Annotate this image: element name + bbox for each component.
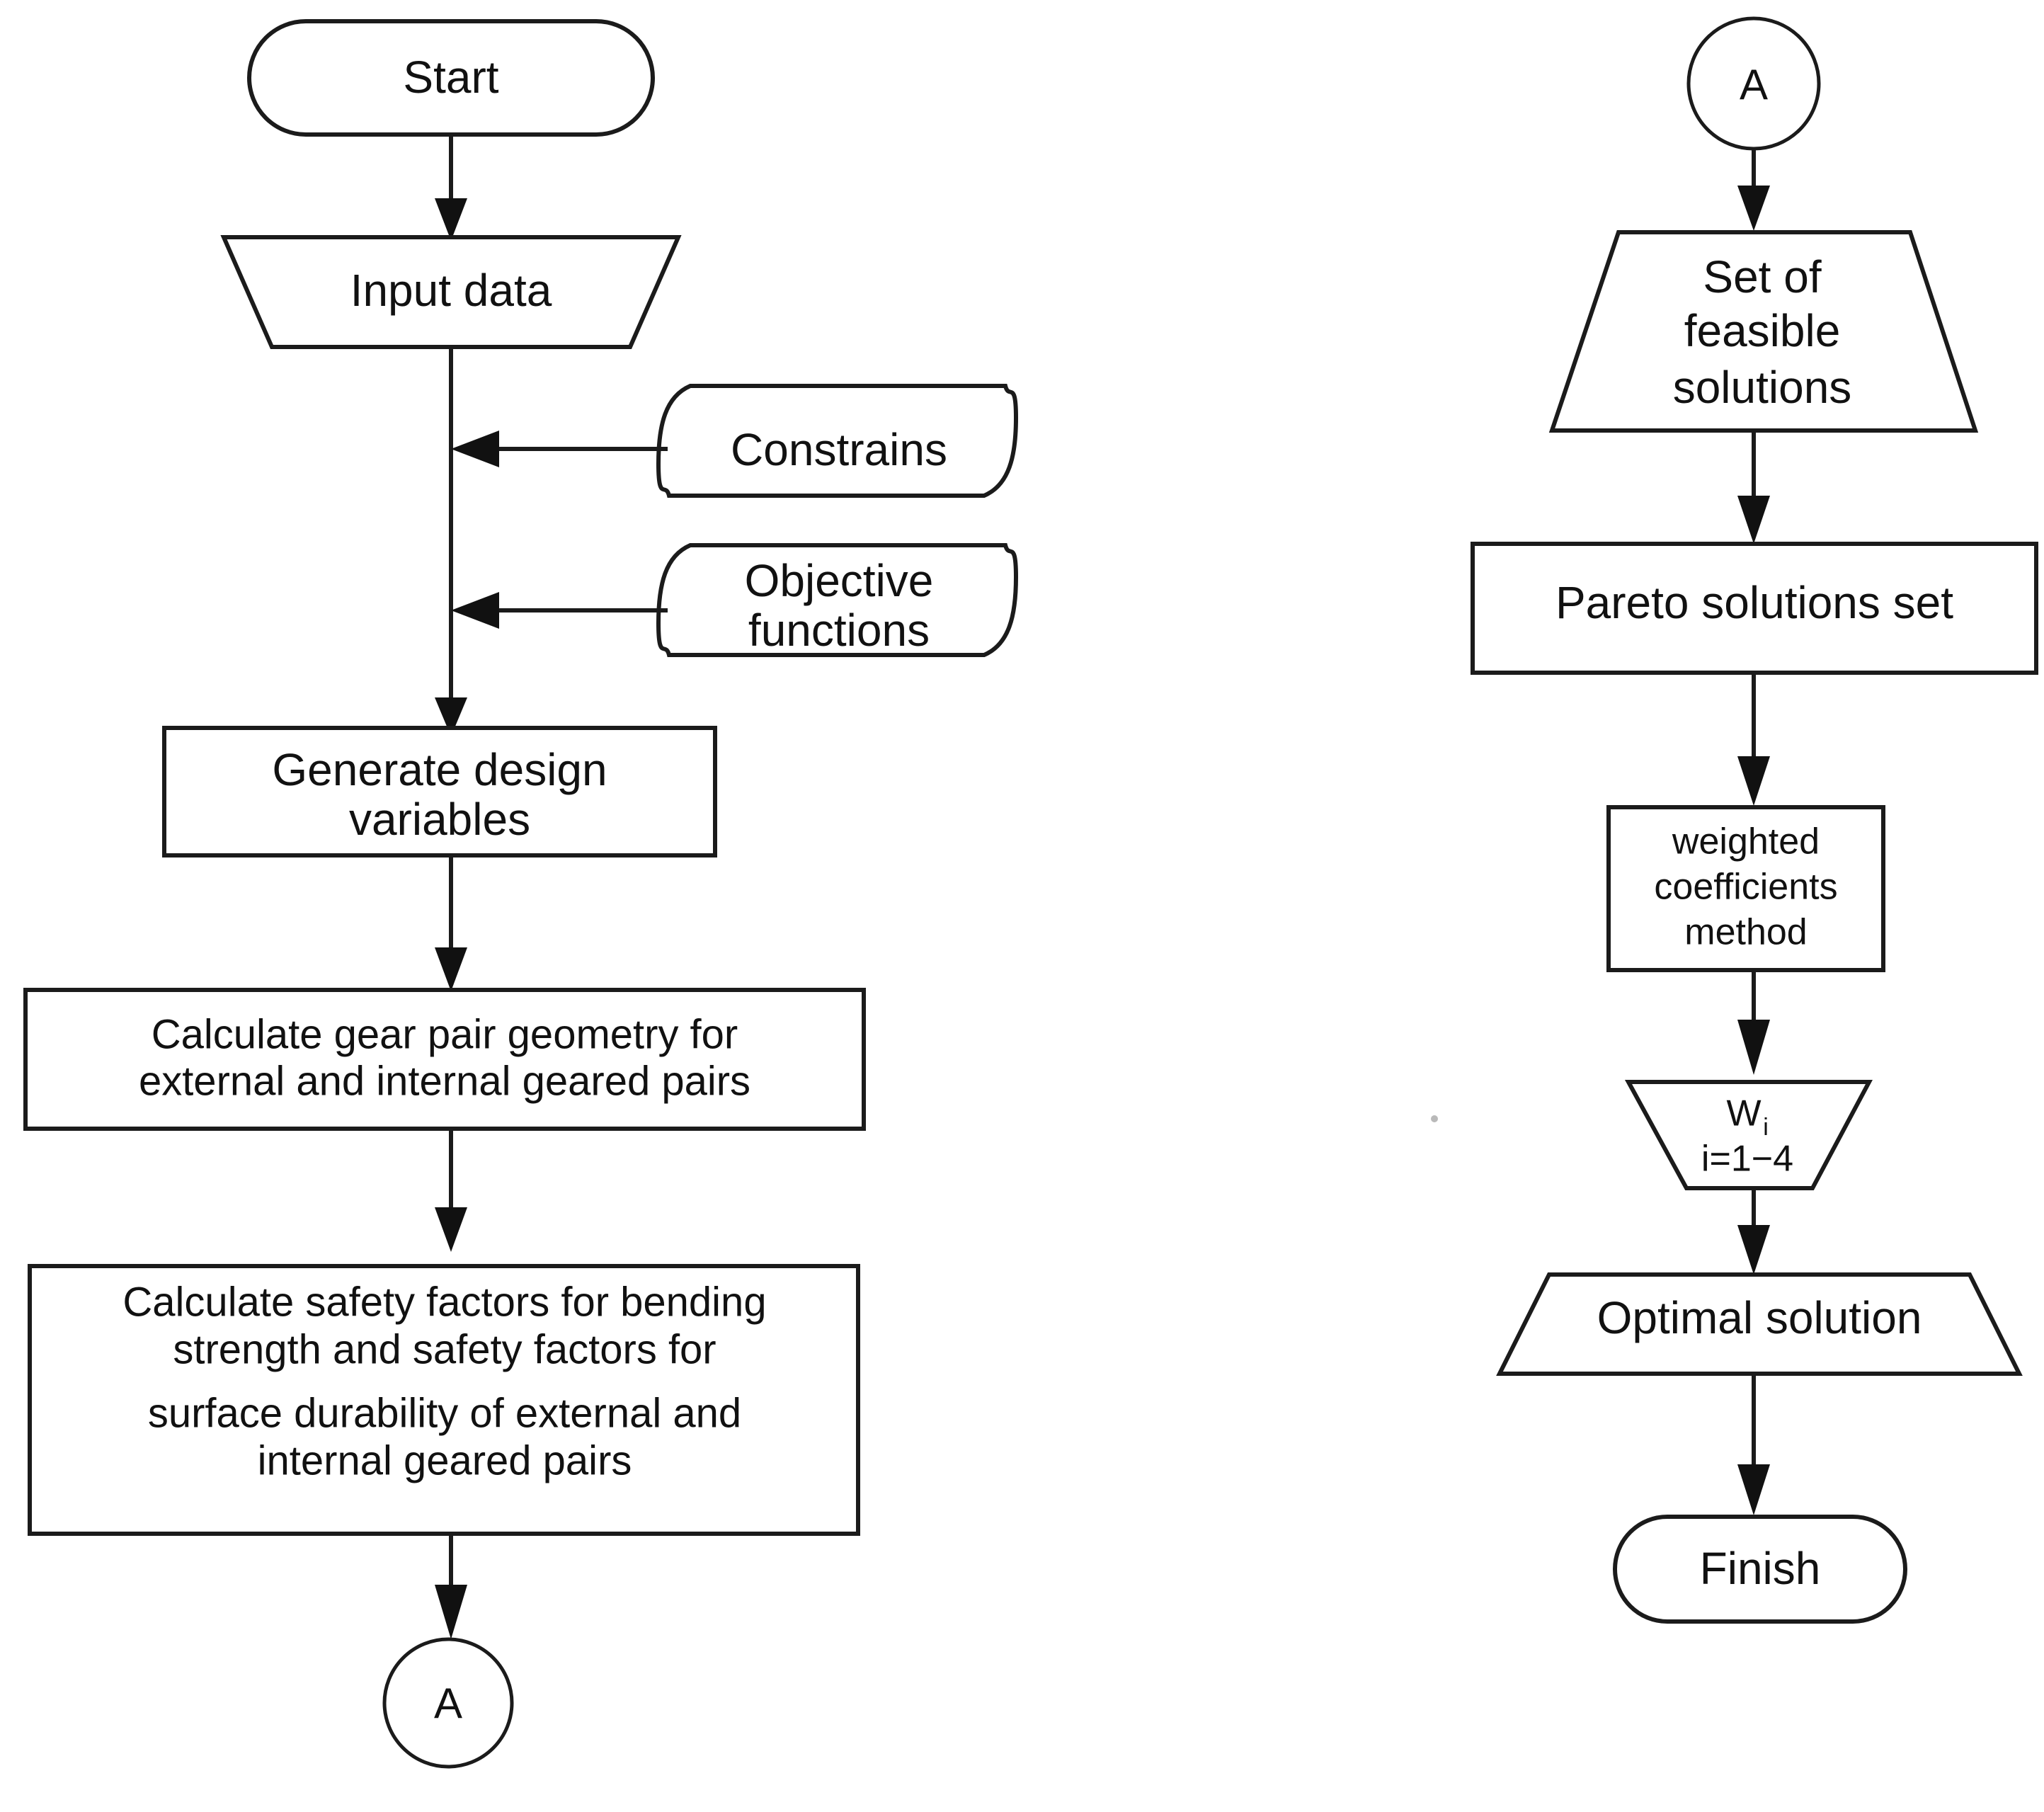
node-input-data: Input data	[220, 235, 682, 349]
start-label: Start	[403, 52, 498, 103]
weighted-coefficients-method-label-line-3: method	[1684, 912, 1807, 953]
edge-weights-to-optimal	[1737, 1188, 1770, 1275]
edge-start-to-input	[435, 135, 467, 241]
objective-functions-label-line-2: functions	[748, 605, 930, 656]
finish-terminator-shape	[1613, 1515, 1907, 1624]
node-objective-functions: Objective functions	[656, 543, 1019, 657]
generate-design-variables-label-line-1: Generate design	[272, 744, 607, 795]
set-of-feasible-solutions-shape	[1548, 230, 1979, 433]
connector-a-out-label: A	[434, 1680, 462, 1727]
weights-label-subscript: i	[1763, 1114, 1769, 1141]
generate-design-variables-shape	[162, 726, 717, 857]
objective-functions-document-shape	[656, 543, 1019, 657]
arrow-to-generate-design	[435, 697, 467, 736]
input-data-shape	[220, 235, 682, 349]
optimal-solution-shape	[1496, 1272, 2023, 1376]
node-calculate-gear-pair-geometry: Calculate gear pair geometry for externa…	[23, 988, 866, 1131]
calculate-gear-pair-geometry-label-line-2: external and internal geared pairs	[139, 1058, 750, 1104]
calculate-safety-factors-label-line-3: surface durability of external and	[148, 1390, 741, 1436]
weighted-coefficients-method-label-line-2: coefficients	[1654, 867, 1837, 908]
input-data-label: Input data	[350, 265, 552, 316]
edge-geometry-to-safety	[435, 1129, 467, 1252]
node-weights: W i i=1−4	[1624, 1080, 1873, 1190]
generate-design-variables-label-line-2: variables	[349, 794, 530, 845]
edge-weighted-to-weights	[1737, 970, 1770, 1075]
node-weighted-coefficients-method: weighted coefficients method	[1606, 805, 1885, 972]
node-connector-a-out: A	[382, 1637, 514, 1769]
weighted-coefficients-method-label-line-1: weighted	[1672, 821, 1820, 862]
node-optimal-solution: Optimal solution	[1496, 1272, 2023, 1376]
edge-pareto-to-weighted	[1737, 673, 1770, 806]
calculate-gear-pair-geometry-shape	[23, 988, 866, 1131]
pareto-solutions-set-label: Pareto solutions set	[1555, 577, 1953, 628]
edge-feasible-to-pareto	[1737, 431, 1770, 544]
edge-connector-a-to-feasible	[1737, 149, 1770, 231]
scan-artifact-speck	[1431, 1115, 1438, 1122]
weights-label-line-1: W	[1726, 1093, 1761, 1134]
constrains-document-shape	[656, 384, 1019, 498]
set-of-feasible-solutions-label-line-3: solutions	[1673, 362, 1852, 413]
constrains-label: Constrains	[731, 424, 947, 475]
weighted-coefficients-method-shape	[1606, 805, 1885, 972]
weights-label-line-2: i=1−4	[1701, 1139, 1793, 1180]
finish-label: Finish	[1700, 1543, 1821, 1594]
edge-optimal-to-finish	[1737, 1374, 1770, 1515]
weights-shape	[1624, 1080, 1873, 1190]
connector-a-out-shape	[382, 1637, 514, 1769]
connector-a-in-label: A	[1740, 61, 1768, 108]
edge-generate-to-geometry	[435, 855, 467, 991]
objective-functions-label-line-1: Objective	[745, 555, 934, 606]
node-generate-design-variables: Generate design variables	[162, 726, 717, 857]
optimal-solution-label: Optimal solution	[1597, 1292, 1922, 1343]
calculate-safety-factors-label-line-4: internal geared pairs	[258, 1437, 632, 1483]
set-of-feasible-solutions-label-line-1: Set of	[1703, 251, 1821, 302]
node-set-of-feasible-solutions: Set of feasible solutions	[1548, 230, 1979, 433]
edge-safety-to-connector-a	[435, 1534, 467, 1639]
node-finish: Finish	[1613, 1515, 1907, 1624]
node-start: Start	[247, 19, 655, 137]
set-of-feasible-solutions-label-line-2: feasible	[1684, 305, 1841, 356]
calculate-safety-factors-label-line-1: Calculate safety factors for bending	[122, 1279, 766, 1325]
edge-objective-to-trunk	[451, 592, 668, 629]
node-constrains: Constrains	[656, 384, 1019, 498]
node-connector-a-in: A	[1686, 16, 1821, 151]
node-calculate-safety-factors: Calculate safety factors for bending str…	[28, 1264, 860, 1536]
calculate-safety-factors-label-line-2: strength and safety factors for	[173, 1326, 716, 1372]
node-pareto-solutions-set: Pareto solutions set	[1471, 542, 2038, 675]
edge-constrains-to-trunk	[451, 431, 668, 467]
calculate-gear-pair-geometry-label-line-1: Calculate gear pair geometry for	[152, 1011, 738, 1057]
calculate-safety-factors-shape	[28, 1264, 860, 1536]
